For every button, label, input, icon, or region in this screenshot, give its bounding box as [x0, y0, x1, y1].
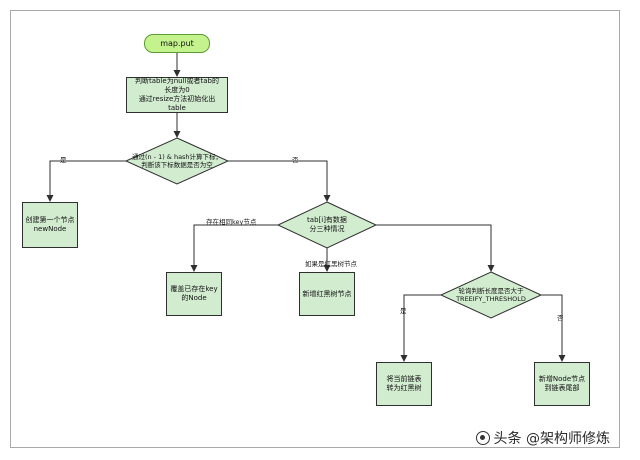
init-line-1: 判断table为null或者tab的 [135, 77, 219, 85]
tab-cases-line-2: 分三种情况 [309, 225, 345, 233]
overwrite-node-box: 覆盖已存在key 的Node [166, 272, 222, 316]
tree-node-line-1: 新增红黑树节点 [302, 289, 352, 298]
edge-tabcases-threshold [376, 224, 495, 272]
append-box: 新增Node节点 到链表尾部 [534, 362, 590, 406]
init-line-4: table [168, 104, 186, 112]
hash-check-line-1: 通过(n - 1) & hash计算下标， [131, 153, 223, 161]
to-tree-line-2: 转为红黑树 [386, 384, 422, 392]
edge-hashcheck-tabcases [228, 160, 331, 202]
start-label: map.put [160, 39, 194, 48]
new-node-box: 创建第一个节点 newNode [22, 202, 78, 248]
label-yes-threshold: 是 [400, 307, 407, 315]
init-line-2: 长度为0 [164, 86, 190, 94]
tab-cases-line-1: tab[i]有数据 [307, 216, 347, 224]
label-same-key: 存在相同key节点 [206, 218, 257, 226]
append-line-1: 新增Node节点 [538, 375, 586, 383]
hash-check-line-2: 判断该下标数据是否为空 [141, 161, 213, 169]
watermark-text: 头条 @架构师修炼 [493, 431, 610, 447]
label-yes-left: 是 [60, 156, 67, 164]
decision-tab-cases [276, 201, 378, 249]
new-node-line-1: 创建第一个节点 [25, 216, 75, 224]
decision-hash-check [124, 137, 230, 185]
to-tree-line-1: 将当前链表 [386, 375, 422, 383]
edge-threshold-append [541, 294, 566, 362]
overwrite-line-1: 覆盖已存在key [170, 285, 218, 293]
threshold-line-2: TREEIFY_THRESHOLD [456, 295, 526, 303]
watermark: 头条 @架构师修炼 [470, 428, 610, 448]
edge-hashcheck-newnode [46, 160, 126, 202]
init-table-node: 判断table为null或者tab的 长度为0 通过resize方法初始化出 t… [126, 77, 228, 113]
label-is-tree: 如果是红黑树节点 [305, 260, 357, 268]
decision-threshold [439, 271, 543, 319]
overwrite-line-2: 的Node [181, 294, 207, 302]
edge-tabcases-overwrite [190, 224, 278, 272]
start-node: map.put [144, 34, 210, 53]
to-tree-box: 将当前链表 转为红黑树 [376, 362, 432, 406]
threshold-text: 轮询判断长度是否大于 TREEIFY_THRESHOLD [441, 272, 541, 318]
append-line-2: 到链表尾部 [544, 384, 580, 392]
label-no-right: 否 [292, 156, 299, 164]
tree-node-box: 新增红黑树节点 [299, 272, 355, 316]
new-node-line-2: newNode [33, 225, 67, 233]
threshold-line-1: 轮询判断长度是否大于 [458, 287, 524, 295]
edge-threshold-totree [400, 294, 441, 362]
tab-cases-text: tab[i]有数据 分三种情况 [278, 202, 376, 248]
init-line-3: 通过resize方法初始化出 [138, 95, 216, 103]
hash-check-text: 通过(n - 1) & hash计算下标， 判断该下标数据是否为空 [126, 138, 228, 184]
label-no-threshold: 否 [557, 314, 564, 322]
watermark-badge-icon [475, 431, 490, 445]
